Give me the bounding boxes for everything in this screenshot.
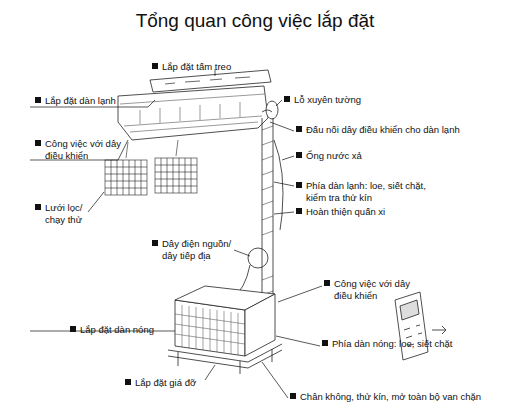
part-label-group: Lắp đặt dàn lạnh: [35, 95, 116, 107]
part-label-group: Lắp đặt giá đỡ: [125, 377, 196, 389]
bullet-square: [35, 97, 41, 103]
bullet-square: [322, 340, 328, 346]
indoor-unit-details: [120, 94, 265, 132]
part-label-group: Phía dàn lạnh: loe, siết chặt, kiểm tra …: [296, 180, 446, 203]
part-label-group: Công việc với dây điều khiển: [324, 278, 416, 301]
wall-plate-holes: [165, 77, 250, 84]
part-label: Lắp đặt tấm treo: [162, 61, 231, 73]
outdoor-unit: [175, 286, 275, 356]
part-label-group: Phía dàn nóng: loe, siết chặt: [322, 338, 452, 350]
part-label-group: Lỗ xuyên tường: [284, 94, 361, 106]
part-label-group: Công việc với dây điều khiển: [35, 138, 125, 161]
remote-controller: [395, 292, 446, 360]
bullet-square: [290, 393, 296, 399]
part-label-group: Lưới lọc/ chạy thử: [35, 202, 91, 225]
part-label-group: Dây điện nguồn/ dây tiếp địa: [152, 238, 244, 261]
bullet-square: [125, 379, 131, 385]
part-label: Hoàn thiện quấn xi: [306, 206, 385, 218]
power-cord-coil: [248, 248, 268, 268]
part-label: Phía dàn nóng: loe, siết chặt: [332, 338, 452, 350]
bullet-square: [324, 280, 330, 286]
indoor-unit: [118, 86, 268, 140]
bullet-square: [296, 208, 302, 214]
pipe-bend: [262, 110, 272, 112]
support-bracket: [168, 344, 282, 374]
outdoor-grille: [175, 305, 245, 355]
bullet-square: [296, 182, 302, 188]
part-label-group: Lắp đặt dàn nóng: [70, 324, 154, 336]
part-label: Dây điện nguồn/ dây tiếp địa: [162, 238, 244, 261]
part-label-group: Lắp đặt tấm treo: [152, 61, 231, 73]
part-label: Chân không, thử kín, mở toàn bộ van chặn: [300, 391, 481, 403]
drain-hose: [274, 140, 283, 230]
part-label: Công việc với dây điều khiển: [45, 138, 125, 161]
part-label: Lắp đặt dàn nóng: [80, 324, 154, 336]
part-label-group: Chân không, thử kín, mở toàn bộ van chặn: [290, 391, 481, 403]
part-label: Lắp đặt giá đỡ: [135, 377, 196, 389]
part-label-group: Hoàn thiện quấn xi: [296, 206, 385, 218]
part-label: Phía dàn lạnh: loe, siết chặt, kiểm tra …: [306, 180, 446, 203]
bullet-square: [152, 240, 158, 246]
diagram-title: Tổng quan công việc lắp đặt: [0, 10, 510, 32]
bullet-square: [152, 63, 158, 69]
part-label: Lắp đặt dàn lạnh: [45, 95, 116, 107]
bullet-square: [296, 126, 302, 132]
part-label: Lưới lọc/ chạy thử: [45, 202, 91, 225]
bullet-square: [284, 96, 290, 102]
bullet-square: [70, 326, 76, 332]
bullet-square: [296, 152, 302, 158]
leader-line: [30, 69, 322, 398]
part-label: Công việc với dây điều khiển: [334, 278, 416, 301]
part-label: Lỗ xuyên tường: [294, 94, 361, 106]
part-label: Ống nước xả: [306, 150, 362, 162]
part-label-group: Ống nước xả: [296, 150, 362, 162]
part-label: Đấu nối dây điều khiển cho dàn lạnh: [306, 124, 460, 136]
bullet-square: [35, 204, 41, 210]
piping-bundle: [262, 118, 273, 318]
part-label-group: Đấu nối dây điều khiển cho dàn lạnh: [296, 124, 460, 136]
bullet-square: [35, 140, 41, 146]
